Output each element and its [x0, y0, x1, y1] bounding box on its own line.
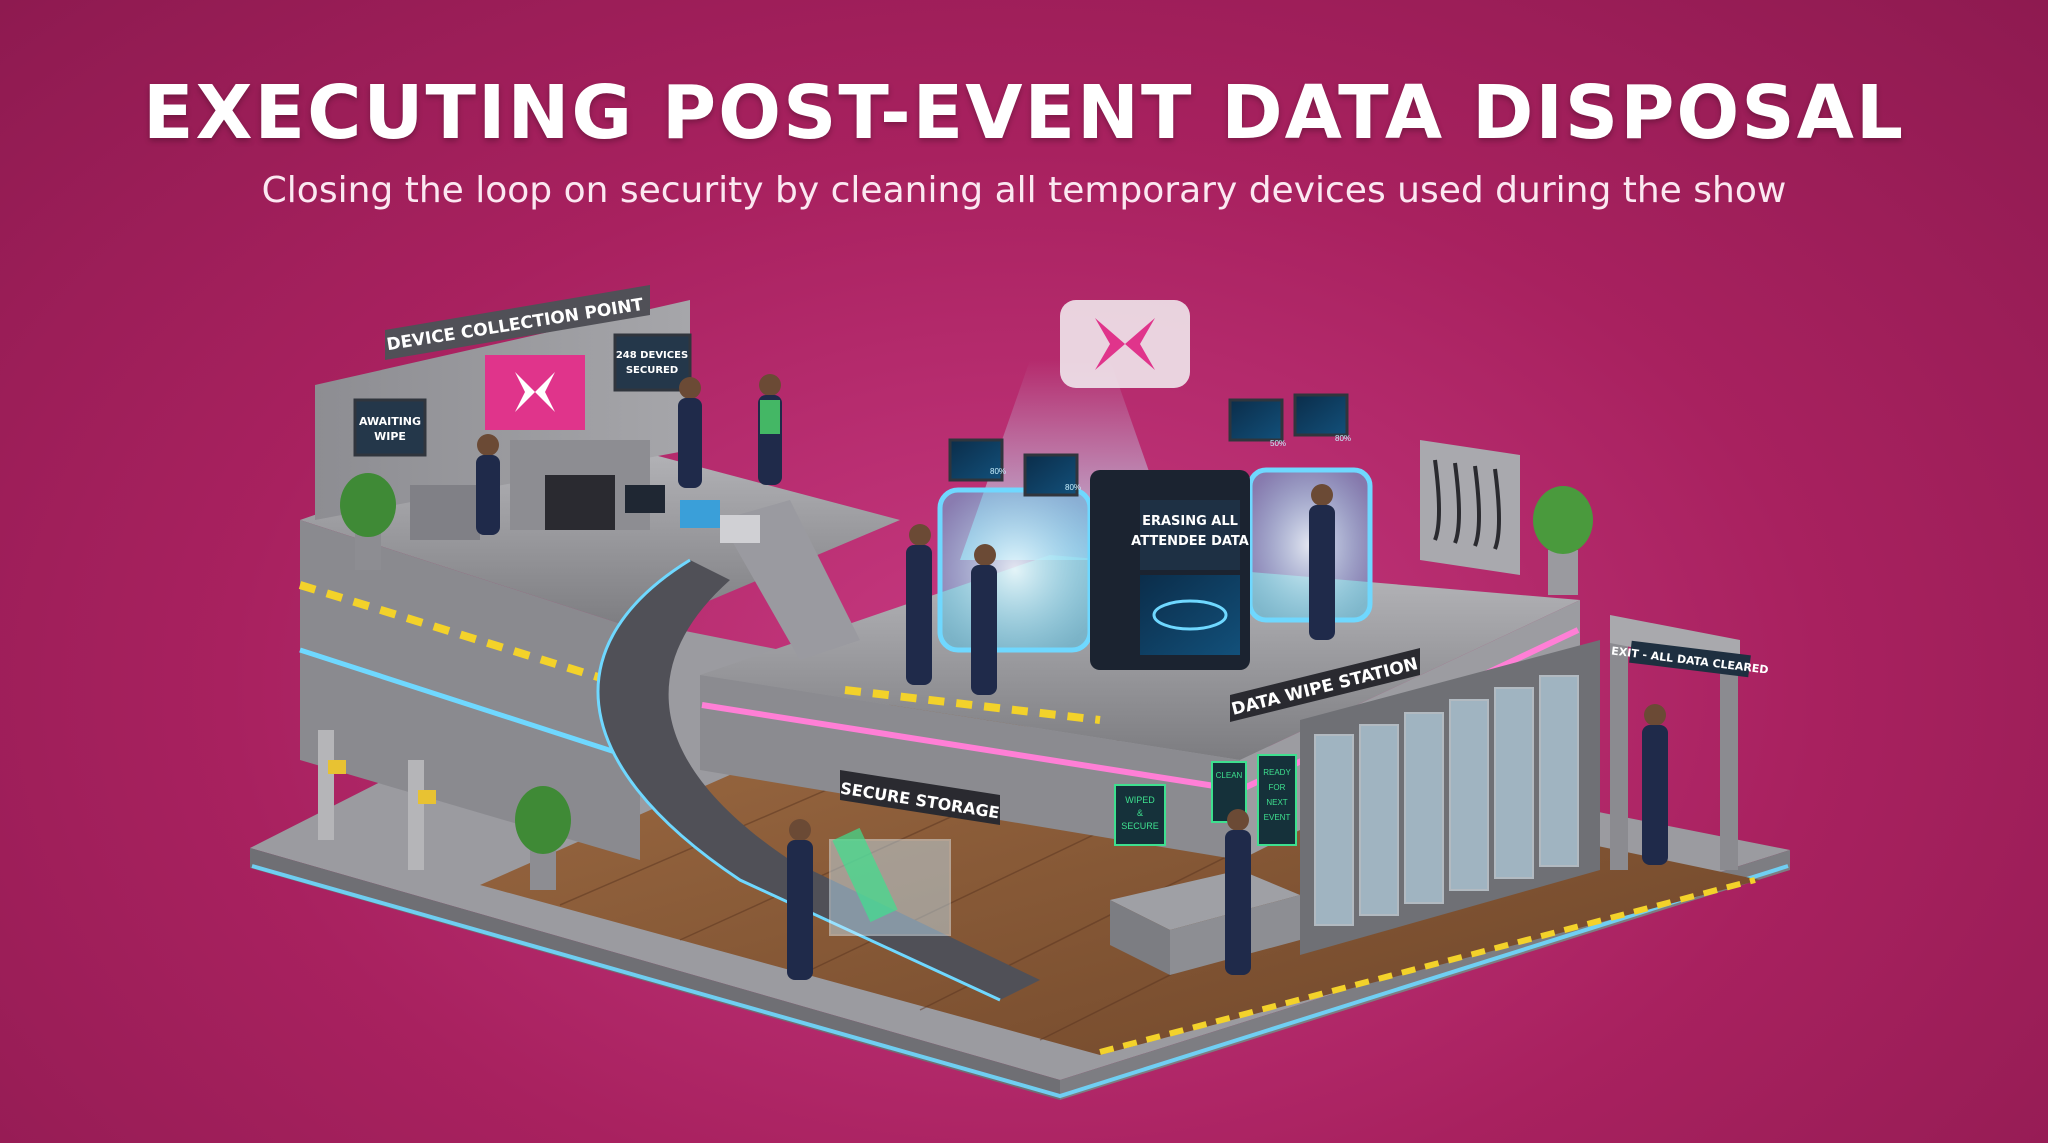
workers: [476, 374, 1668, 980]
clean-panel: CLEAN: [1216, 771, 1243, 780]
erasing-sign-line1: ERASING ALL: [1142, 514, 1238, 529]
erasing-sign-line2: ATTENDEE DATA: [1131, 534, 1249, 549]
awaiting-sign-line2: WIPE: [374, 430, 406, 443]
data-wipe-pod: ERASING ALL ATTENDEE DATA: [937, 300, 1373, 670]
page-title: EXECUTING POST-EVENT DATA DISPOSAL: [142, 70, 1906, 156]
ready-panel-line3: NEXT: [1266, 798, 1287, 807]
awaiting-sign-line1: AWAITING: [359, 415, 421, 428]
ready-panel-line1: READY: [1263, 768, 1291, 777]
monitor-pct-3: 50%: [1270, 439, 1286, 448]
monitor-pct-4: 80%: [1335, 434, 1351, 443]
wiped-panel-line1: WIPED: [1125, 795, 1155, 805]
exit-gate: EXIT - ALL DATA CLEARED: [1610, 615, 1769, 870]
plant-decor: [340, 473, 1593, 890]
wiped-panel-line3: SECURE: [1121, 821, 1159, 831]
ready-panel-line2: FOR: [1269, 783, 1286, 792]
secured-sign-line2: SECURED: [626, 365, 678, 376]
ready-panel-line4: EVENT: [1264, 813, 1291, 822]
monitor-pct-1: 80%: [990, 467, 1006, 476]
scanner-and-laptops: [410, 440, 760, 543]
monitor-pct-2: 80%: [1065, 483, 1081, 492]
wiped-panel-line2: &: [1137, 808, 1143, 818]
brand-logo-icon: [1095, 318, 1155, 370]
secured-sign-line1: 248 DEVICES: [616, 350, 688, 361]
server-racks: [1300, 640, 1600, 955]
page-subtitle: Closing the loop on security by cleaning…: [261, 170, 1787, 211]
cable-rack: [1420, 440, 1520, 575]
status-monitors: 80% 80% 50% 80%: [948, 393, 1351, 497]
brand-logo-small-icon: [515, 372, 555, 412]
